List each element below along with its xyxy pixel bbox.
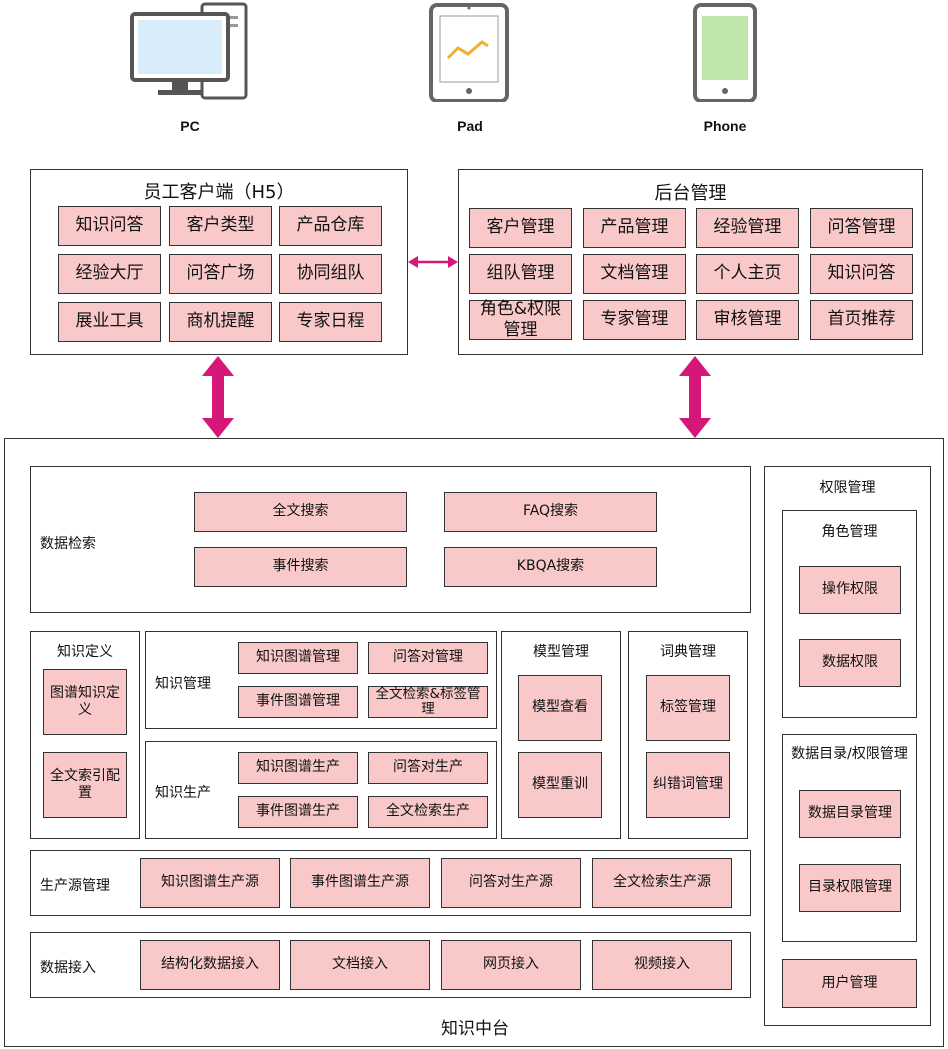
management-item[interactable]: 全文检索&标签管理 — [368, 686, 488, 718]
model-management-label: 模型管理 — [533, 644, 589, 660]
ingest-item[interactable]: 文档接入 — [290, 940, 430, 990]
role-management-label: 角色管理 — [821, 524, 878, 540]
knowledge-management-label: 知识管理 — [155, 676, 211, 692]
search-item[interactable]: FAQ搜索 — [444, 492, 657, 532]
production-item[interactable]: 事件图谱生产 — [238, 796, 358, 828]
phone-icon — [693, 3, 757, 103]
client-item[interactable]: 客户类型 — [169, 206, 272, 246]
catalog-item[interactable]: 目录权限管理 — [799, 864, 901, 912]
admin-item[interactable]: 问答管理 — [810, 208, 913, 248]
management-item[interactable]: 知识图谱管理 — [238, 642, 358, 674]
employee-client-panel: 员工客户端（H5） 知识问答 客户类型 产品仓库 经验大厅 问答广场 协同组队 … — [30, 169, 408, 355]
admin-item[interactable]: 审核管理 — [696, 300, 799, 340]
data-search-section — [30, 466, 751, 613]
admin-item[interactable]: 客户管理 — [469, 208, 572, 248]
admin-title: 后台管理 — [654, 183, 727, 204]
tablet-icon — [429, 3, 509, 103]
client-item[interactable]: 商机提醒 — [169, 302, 272, 342]
model-item[interactable]: 模型查看 — [518, 675, 602, 741]
phone-label: Phone — [703, 118, 747, 134]
data-ingest-label: 数据接入 — [40, 960, 96, 976]
user-management-item[interactable]: 用户管理 — [782, 959, 917, 1008]
admin-item[interactable]: 个人主页 — [696, 254, 799, 294]
source-item[interactable]: 问答对生产源 — [441, 858, 581, 908]
admin-item[interactable]: 文档管理 — [583, 254, 686, 294]
permission-management-label: 权限管理 — [819, 480, 876, 496]
admin-item[interactable]: 角色&权限管理 — [469, 299, 572, 340]
client-item[interactable]: 知识问答 — [58, 206, 161, 246]
dictionary-item[interactable]: 标签管理 — [646, 675, 730, 741]
ingest-item[interactable]: 视频接入 — [592, 940, 732, 990]
production-source-label: 生产源管理 — [40, 878, 110, 894]
pad-label: Pad — [457, 118, 483, 134]
admin-item[interactable]: 首页推荐 — [810, 300, 913, 340]
ingest-item[interactable]: 网页接入 — [441, 940, 581, 990]
role-item[interactable]: 数据权限 — [799, 639, 901, 687]
knowledge-platform-title: 知识中台 — [441, 1019, 509, 1039]
data-search-label: 数据检索 — [40, 536, 96, 552]
catalog-permission-label: 数据目录/权限管理 — [791, 746, 908, 762]
admin-item[interactable]: 经验管理 — [696, 208, 799, 248]
pad-device — [428, 2, 512, 103]
bidirectional-arrow-vertical-right — [679, 356, 711, 438]
catalog-item[interactable]: 数据目录管理 — [799, 790, 901, 838]
search-item[interactable]: 全文搜索 — [194, 492, 407, 532]
dictionary-management-label: 词典管理 — [660, 644, 716, 660]
pc-device — [130, 2, 250, 102]
role-item[interactable]: 操作权限 — [799, 566, 901, 614]
definition-item[interactable]: 全文索引配置 — [43, 752, 127, 818]
admin-item[interactable]: 组队管理 — [469, 254, 572, 294]
source-item[interactable]: 全文检索生产源 — [592, 858, 732, 908]
admin-item[interactable]: 产品管理 — [583, 208, 686, 248]
admin-item[interactable]: 知识问答 — [810, 254, 913, 294]
knowledge-definition-label: 知识定义 — [57, 644, 113, 660]
employee-client-title: 员工客户端（H5） — [143, 182, 295, 203]
source-item[interactable]: 知识图谱生产源 — [140, 858, 280, 908]
model-item[interactable]: 模型重训 — [518, 752, 602, 818]
client-item[interactable]: 专家日程 — [279, 302, 382, 342]
source-item[interactable]: 事件图谱生产源 — [290, 858, 430, 908]
client-item[interactable]: 展业工具 — [58, 302, 161, 342]
definition-item[interactable]: 图谱知识定义 — [43, 669, 127, 735]
pc-label: PC — [180, 118, 200, 134]
management-item[interactable]: 事件图谱管理 — [238, 686, 358, 718]
production-item[interactable]: 知识图谱生产 — [238, 752, 358, 784]
admin-panel: 后台管理 客户管理 产品管理 经验管理 问答管理 组队管理 文档管理 个人主页 … — [458, 169, 923, 355]
client-item[interactable]: 协同组队 — [279, 254, 382, 294]
production-item[interactable]: 全文检索生产 — [368, 796, 488, 828]
client-item[interactable]: 产品仓库 — [279, 206, 382, 246]
bidirectional-arrow-vertical-left — [202, 356, 234, 438]
client-item[interactable]: 问答广场 — [169, 254, 272, 294]
bidirectional-arrow-horizontal — [408, 256, 458, 268]
production-item[interactable]: 问答对生产 — [368, 752, 488, 784]
dictionary-item[interactable]: 纠错词管理 — [646, 752, 730, 818]
client-item[interactable]: 经验大厅 — [58, 254, 161, 294]
management-item[interactable]: 问答对管理 — [368, 642, 488, 674]
search-item[interactable]: KBQA搜索 — [444, 547, 657, 587]
desktop-computer-icon — [130, 2, 248, 100]
ingest-item[interactable]: 结构化数据接入 — [140, 940, 280, 990]
admin-item[interactable]: 专家管理 — [583, 300, 686, 340]
search-item[interactable]: 事件搜索 — [194, 547, 407, 587]
knowledge-production-label: 知识生产 — [155, 785, 211, 801]
phone-device — [692, 2, 758, 103]
